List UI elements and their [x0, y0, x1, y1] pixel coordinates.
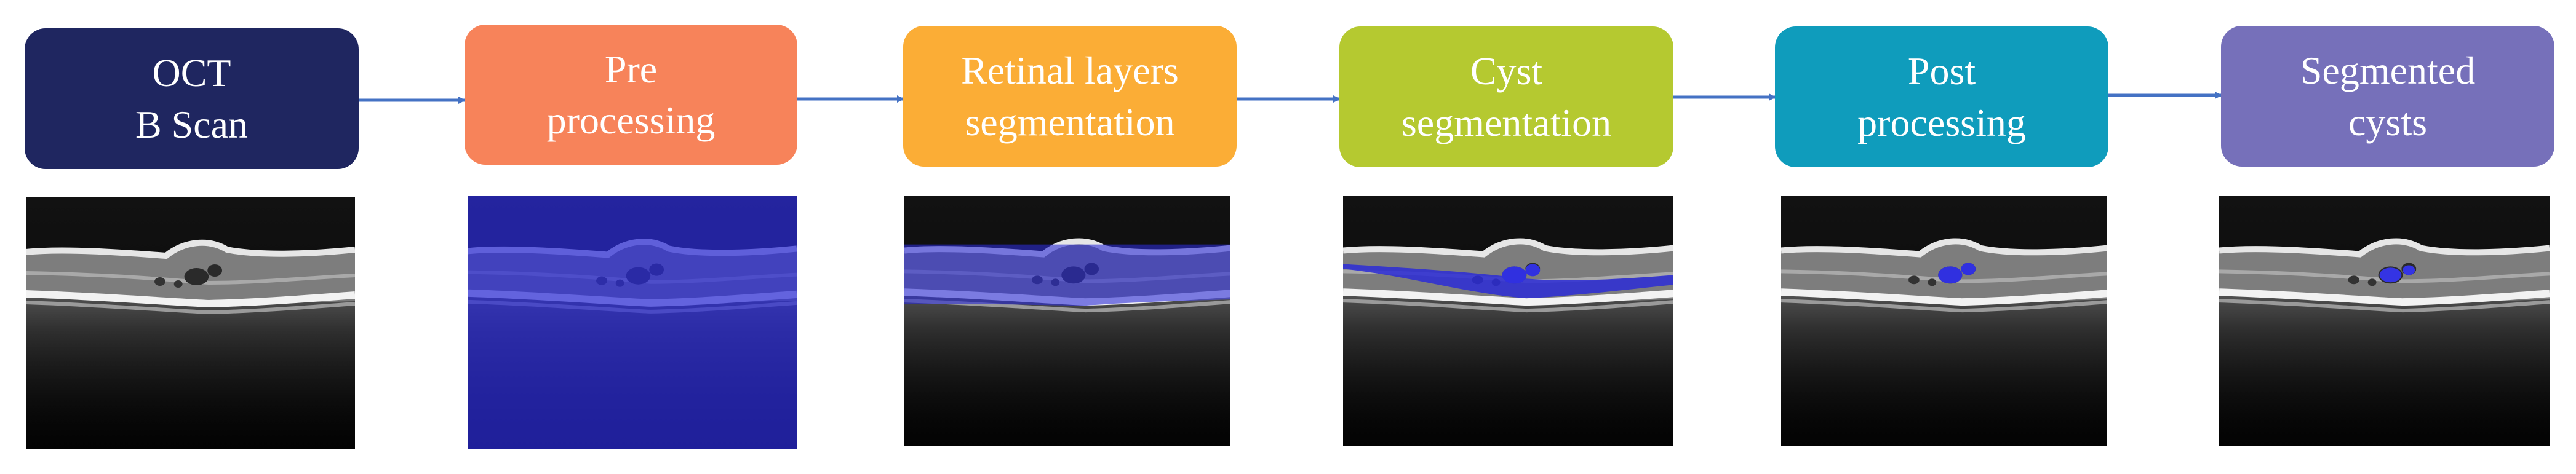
oct-image-segmented-cysts	[2219, 196, 2550, 446]
step-label: Cyst	[1470, 49, 1543, 93]
oct-image-cyst-segmentation	[1343, 196, 1673, 446]
step-segmented-cysts: Segmented cysts	[2221, 26, 2554, 167]
step-post-processing: Post processing	[1775, 26, 2108, 167]
oct-image-retinal-layers	[904, 196, 1230, 446]
step-oct-b-scan: OCT B Scan	[25, 28, 359, 169]
step-label: processing	[546, 98, 716, 142]
step-label: segmentation	[1401, 100, 1612, 144]
step-label: processing	[1857, 100, 2026, 144]
oct-image-original	[26, 197, 355, 449]
step-preprocessing: Pre processing	[465, 25, 797, 165]
step-label: OCT	[152, 51, 231, 95]
oct-image-post-processing	[1781, 196, 2107, 446]
step-label: Post	[1907, 49, 1976, 93]
step-label: Retinal layers	[961, 49, 1179, 93]
oct-image-preprocessed	[468, 196, 797, 449]
step-label: B Scan	[135, 102, 249, 146]
step-retinal-layers-segmentation: Retinal layers segmentation	[903, 26, 1237, 167]
step-label: segmentation	[965, 100, 1175, 144]
step-label: Pre	[604, 47, 658, 91]
step-label: Segmented	[2300, 49, 2476, 93]
step-cyst-segmentation: Cyst segmentation	[1339, 26, 1673, 167]
step-label: cysts	[2348, 100, 2427, 144]
